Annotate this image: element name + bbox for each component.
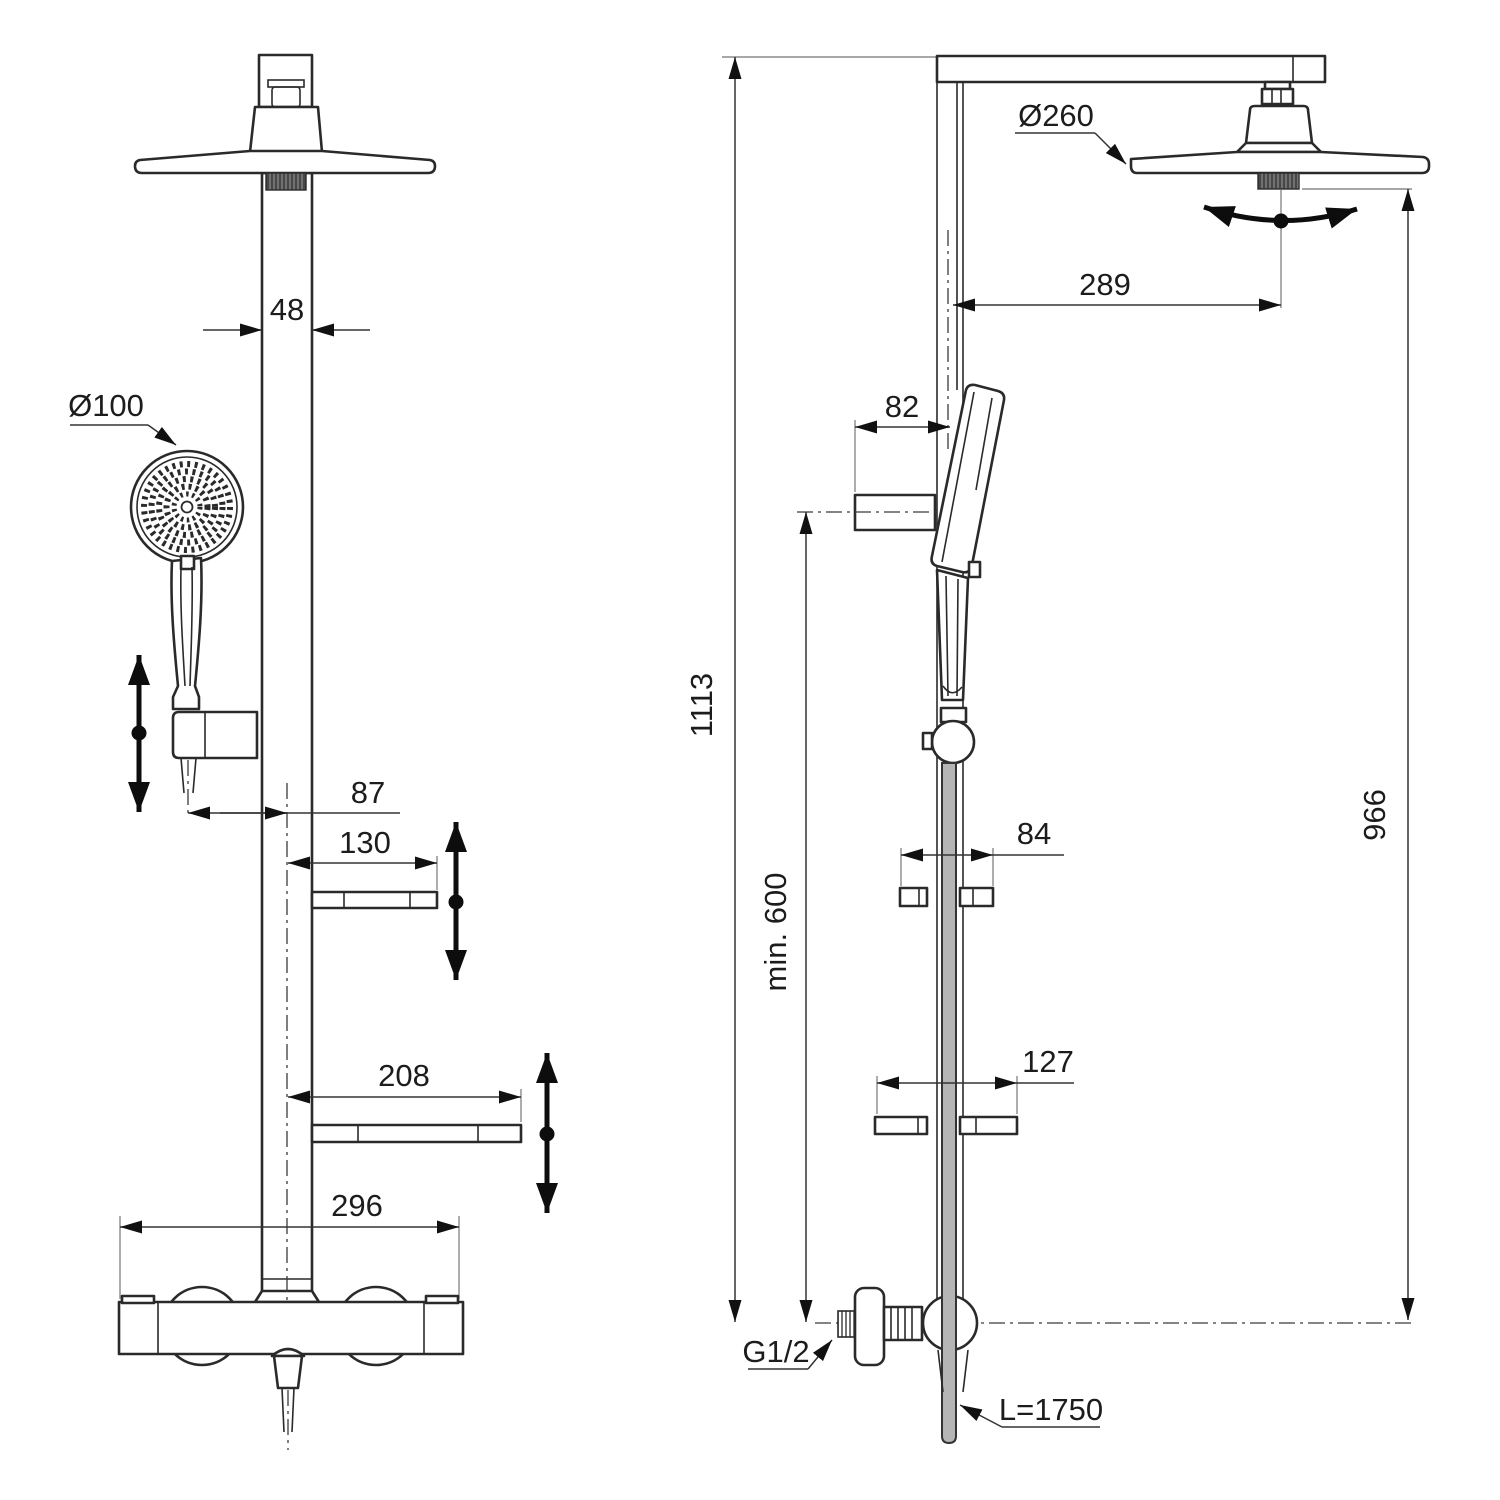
dim-upper-shelf-width: 130 — [288, 825, 437, 870]
hand-spray-handle-side — [935, 568, 970, 702]
hose-guide-side — [937, 1349, 969, 1393]
dim-overall-height: 1113 — [684, 57, 742, 1322]
shower-hose-side — [941, 762, 957, 1445]
front-view: 48 Ø100 87 130 208 296 — [68, 53, 558, 1450]
dim-inlet-thread-label: G1/2 — [742, 1334, 809, 1369]
dim-lower-shelf-depth-label: 127 — [1022, 1044, 1074, 1079]
dim-upper-shelf-depth-label: 84 — [1017, 816, 1051, 851]
rain-head-nozzle-side — [1257, 172, 1300, 190]
dim-head-reach-label: 289 — [1079, 267, 1131, 302]
mixer-outlet-front — [270, 1347, 306, 1358]
dim-overall-height-label: 1113 — [684, 673, 719, 737]
dim-upper-shelf-width-label: 130 — [339, 825, 391, 860]
dim-handspray-diameter: Ø100 — [68, 388, 177, 446]
height-adjust-arrow-upper-shelf — [445, 822, 467, 980]
dim-min-mounting-height-label: min. 600 — [758, 873, 793, 992]
dim-pipe-width: 48 — [203, 292, 370, 337]
side-view: Ø260 289 82 84 127 1113 min. 600 — [684, 54, 1431, 1445]
mixer-valve-front — [117, 1285, 465, 1450]
dim-hose-length: L=1750 — [959, 1392, 1103, 1428]
dim-hose-offset-label: 87 — [351, 775, 385, 810]
height-adjust-arrow-handspray — [128, 655, 150, 812]
dim-lower-shelf-depth: 127 — [877, 1044, 1074, 1090]
dim-bracket-depth: 82 — [855, 389, 950, 434]
dim-hose-length-label: L=1750 — [999, 1392, 1103, 1427]
dim-mixer-width: 296 — [120, 1188, 459, 1234]
inlet-valve-side — [815, 1286, 1412, 1367]
hand-spray-holder-side — [930, 719, 976, 765]
upper-shelf-side — [898, 886, 995, 908]
dim-inlet-thread: G1/2 — [742, 1334, 833, 1370]
rain-head-side — [1129, 104, 1431, 190]
dim-min-mounting-height: min. 600 — [758, 512, 813, 1322]
rain-head-nozzle-front — [265, 172, 307, 191]
rain-head-front — [133, 53, 437, 191]
dim-head-height: 966 — [1357, 189, 1415, 1320]
hand-spray-front — [129, 449, 245, 711]
dim-head-height-label: 966 — [1357, 789, 1392, 841]
dim-bracket-depth-label: 82 — [885, 389, 919, 424]
lower-shelf-front — [310, 1123, 523, 1144]
dim-handspray-diameter-label: Ø100 — [68, 388, 144, 423]
height-adjust-arrow-lower-shelf — [536, 1053, 558, 1213]
hand-spray-side — [921, 383, 1006, 765]
hand-spray-handle-front — [170, 556, 203, 711]
dim-head-reach: 289 — [953, 267, 1281, 312]
dim-mixer-width-label: 296 — [331, 1188, 383, 1223]
dim-hose-offset: 87 — [188, 775, 400, 820]
lower-shelf-side — [873, 1115, 1019, 1136]
dim-pipe-width-label: 48 — [270, 292, 304, 327]
swivel-arrow — [1203, 204, 1358, 229]
dim-upper-shelf-depth: 84 — [901, 816, 1064, 862]
extension-lines — [119, 56, 1412, 1299]
inlet-thread — [837, 1310, 856, 1338]
upper-shelf-front — [310, 890, 439, 910]
dim-lower-shelf-width: 208 — [288, 1058, 521, 1104]
dim-head-diameter: Ø260 — [1015, 98, 1127, 165]
dim-lower-shelf-width-label: 208 — [378, 1058, 430, 1093]
shower-arm-side — [935, 54, 1327, 106]
dim-head-diameter-label: Ø260 — [1018, 98, 1094, 133]
hand-spray-holder-front — [171, 710, 259, 818]
